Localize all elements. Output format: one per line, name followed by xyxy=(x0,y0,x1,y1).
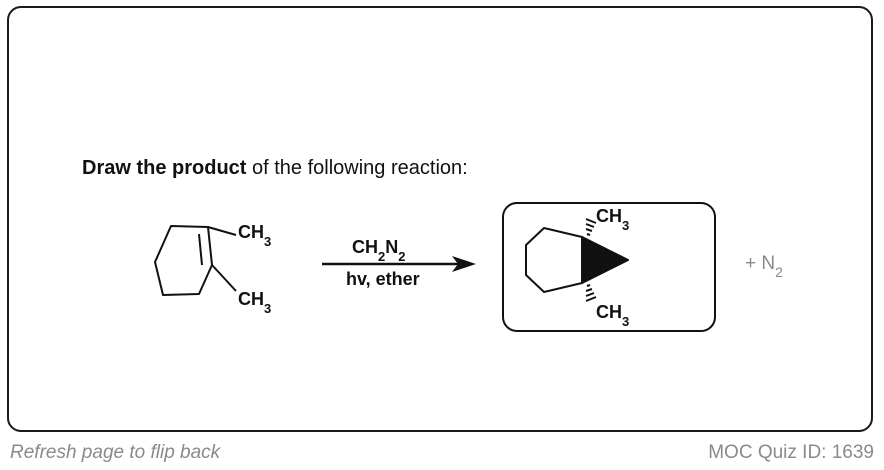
reagent-line1: CH2N2 xyxy=(352,237,405,264)
product-box xyxy=(502,202,716,332)
hashed-bond-top xyxy=(585,218,597,236)
product-methyl-top: CH3 xyxy=(596,206,629,233)
reactant-bond-top xyxy=(207,226,237,236)
reactant-methyl-top: CH3 xyxy=(238,222,271,249)
product-ring xyxy=(525,227,583,293)
reagent-line2: hv, ether xyxy=(346,269,420,289)
quiz-prompt: Draw the product of the following reacti… xyxy=(82,157,468,180)
reactant-structure xyxy=(154,225,237,296)
product-methyl-bottom: CH3 xyxy=(596,302,629,329)
cyclopropane-wedge xyxy=(581,236,629,284)
prompt-bold-text: Draw the product xyxy=(82,157,247,179)
reactant-ring xyxy=(154,225,213,296)
reaction-arrow xyxy=(322,256,476,272)
reactant-bond-bottom xyxy=(211,264,237,292)
byproduct-n2: + N2 xyxy=(745,253,783,280)
hashed-bond-bottom xyxy=(585,284,597,302)
reactant-methyl-bottom: CH3 xyxy=(238,289,271,316)
product-structure xyxy=(525,227,629,293)
reactant-double-bond xyxy=(198,233,203,266)
prompt-rest-text: of the following reaction: xyxy=(246,157,468,179)
refresh-hint: Refresh page to flip back xyxy=(10,442,221,463)
quiz-card xyxy=(7,6,873,432)
quiz-id: MOC Quiz ID: 1639 xyxy=(708,442,874,463)
